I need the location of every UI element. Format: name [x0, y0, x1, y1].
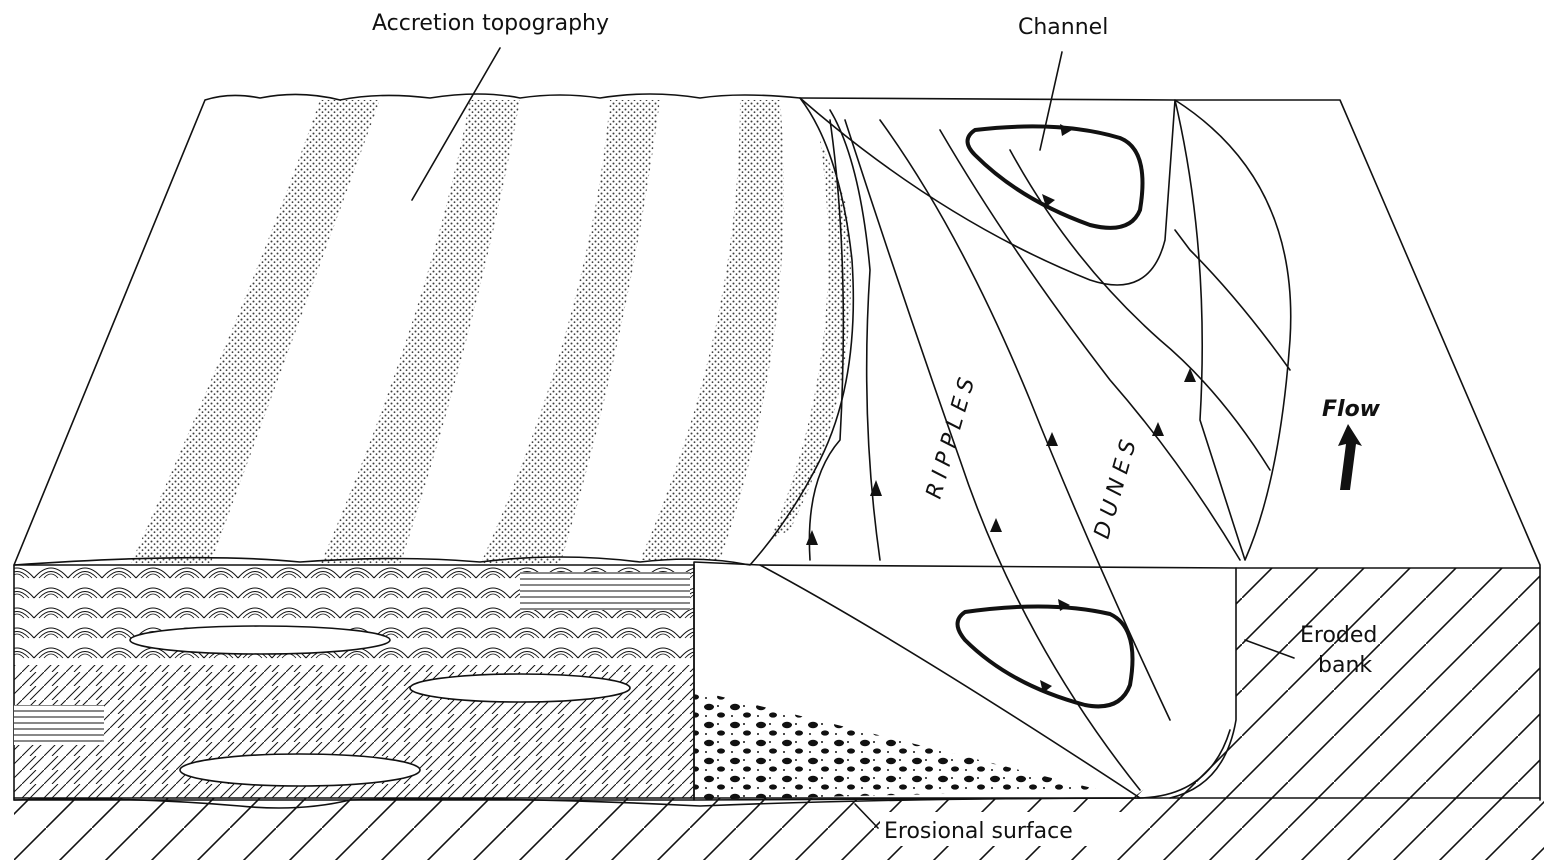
flow-lines [809, 110, 1290, 790]
flow-line [845, 120, 1140, 790]
circulation-loops [958, 124, 1143, 706]
ripples-label: RIPPLES [922, 369, 982, 501]
flow-direction-arrow [1338, 424, 1362, 490]
channel-label: Channel [1018, 15, 1108, 40]
eroded-bank-label-line2: bank [1318, 653, 1372, 678]
flow-arrowhead [1152, 422, 1164, 436]
flow-line [940, 130, 1240, 560]
lateral-accretion-wedge [694, 562, 1140, 800]
eroded-bank-label-line1: Eroded [1300, 623, 1377, 648]
erosional-surface-label: Erosional surface [884, 819, 1073, 844]
channel-top-outline [800, 98, 1175, 285]
flow-label: Flow [1322, 397, 1381, 422]
cut-bank-face [1175, 100, 1291, 560]
flow-arrowhead [1046, 432, 1058, 446]
accretion-topography-label: Accretion topography [372, 11, 609, 36]
dunes-label: DUNES [1090, 432, 1144, 542]
flow-arrowhead [806, 530, 818, 545]
channel-leader [1040, 52, 1062, 150]
bar-cross-section [14, 565, 694, 800]
flow-arrowhead [990, 518, 1002, 532]
flow-arrowhead [1184, 368, 1196, 382]
circulation-loop-upper [968, 126, 1143, 227]
flow-line [1175, 230, 1290, 370]
accretion-surface [14, 94, 853, 565]
